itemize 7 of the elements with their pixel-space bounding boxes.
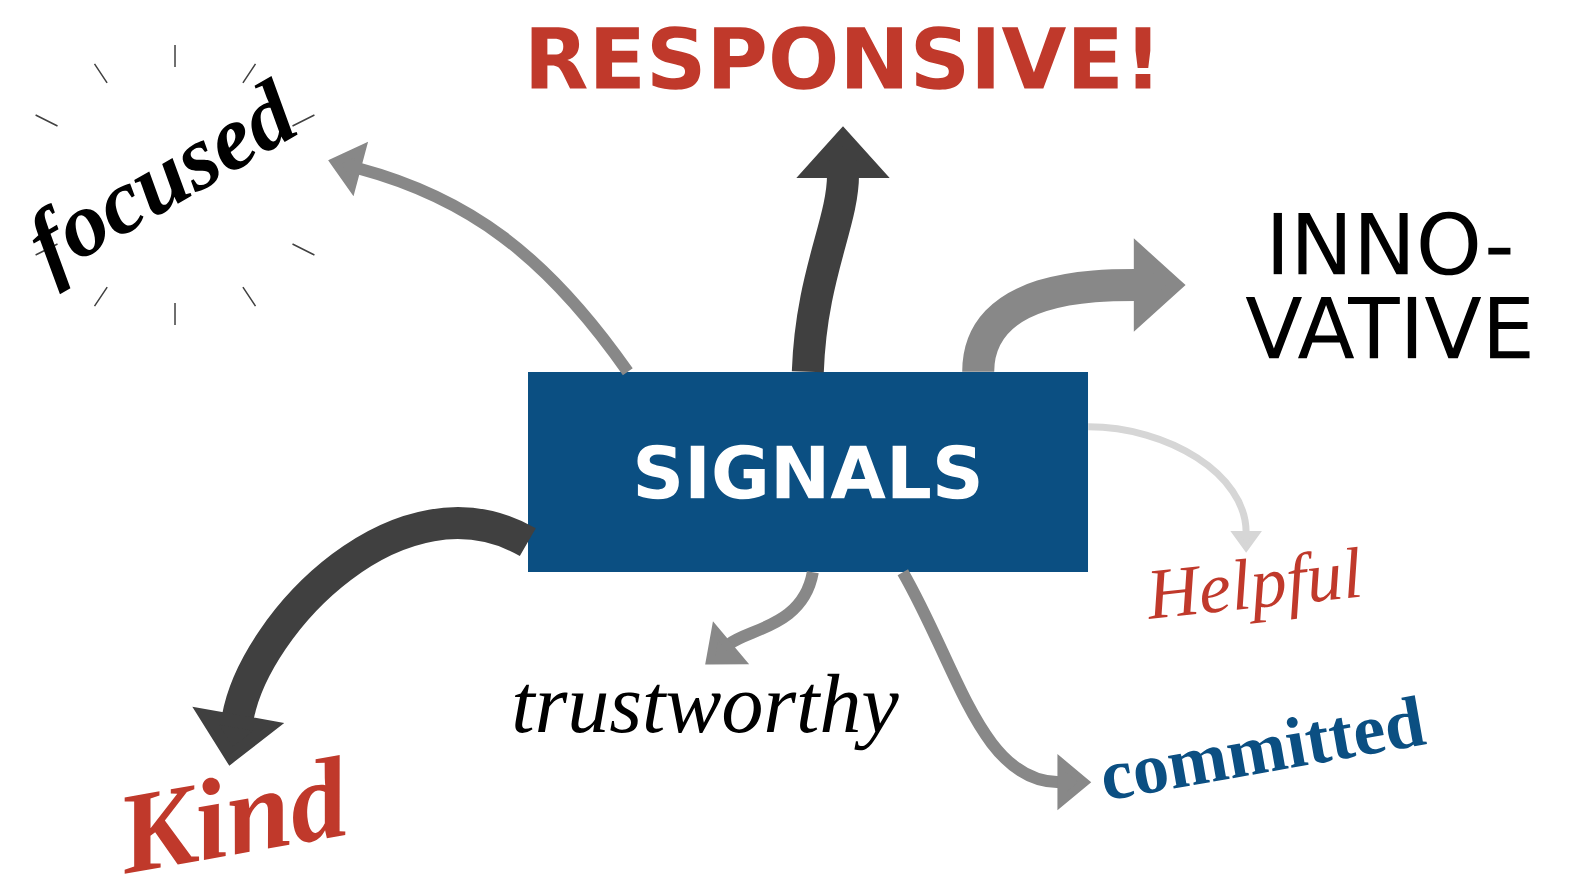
signals-box: SIGNALS bbox=[528, 372, 1088, 572]
word-label: Helpful bbox=[1148, 546, 1360, 624]
word-label: trustworthy bbox=[515, 673, 899, 751]
word-label: committed bbox=[1104, 695, 1427, 799]
word-label: RESPONSIVE! bbox=[531, 26, 1151, 90]
word-label: INNO- VATIVE bbox=[1245, 211, 1530, 359]
word-label: Kind bbox=[124, 754, 346, 874]
